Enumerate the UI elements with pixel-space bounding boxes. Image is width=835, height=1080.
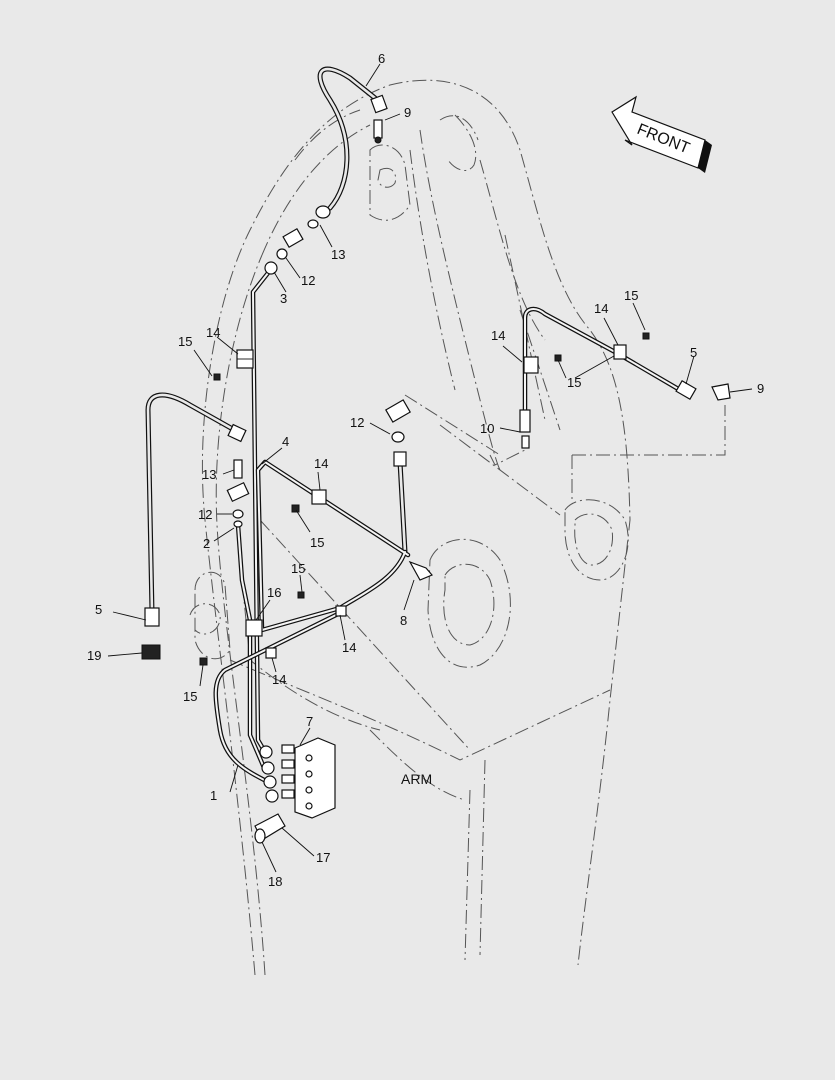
callout-10: 9 bbox=[404, 105, 411, 120]
pipes bbox=[213, 265, 683, 785]
callout-12: 12 bbox=[198, 507, 212, 522]
callout-14: 14 bbox=[206, 325, 220, 340]
callout-14: 14 bbox=[594, 301, 608, 316]
callout-12: 12 bbox=[350, 415, 364, 430]
callout-17: 17 bbox=[316, 850, 330, 865]
callouts: 6 9 13 12 3 14 15 4 13 12 2 5 19 15 16 1… bbox=[87, 51, 764, 889]
callout-4: 4 bbox=[282, 434, 289, 449]
callout-18: 18 bbox=[268, 874, 282, 889]
fittings bbox=[141, 94, 731, 844]
hoses bbox=[145, 66, 408, 615]
callout-8: 7 bbox=[306, 714, 313, 729]
callout-15: 15 bbox=[178, 334, 192, 349]
callout-12: 12 bbox=[301, 273, 315, 288]
callout-11: 10 bbox=[480, 421, 494, 436]
callout-14: 14 bbox=[491, 328, 505, 343]
leader-lines bbox=[107, 63, 753, 873]
callout-14: 14 bbox=[342, 640, 356, 655]
callout-9: 9 bbox=[757, 381, 764, 396]
callout-14: 14 bbox=[314, 456, 328, 471]
callout-15: 15 bbox=[183, 689, 197, 704]
callout-1: 1 bbox=[210, 788, 217, 803]
callout-7: 6 bbox=[378, 51, 385, 66]
arm-label: ARM bbox=[401, 771, 432, 787]
callout-14: 14 bbox=[272, 672, 286, 687]
callout-13: 13 bbox=[202, 467, 216, 482]
callout-15: 15 bbox=[567, 375, 581, 390]
callout-5: 5 bbox=[690, 345, 697, 360]
callout-19: 19 bbox=[87, 648, 101, 663]
callout-2: 2 bbox=[203, 536, 210, 551]
callout-16: 16 bbox=[267, 585, 281, 600]
callout-15: 15 bbox=[291, 561, 305, 576]
callout-15: 15 bbox=[310, 535, 324, 550]
arm-outline bbox=[189, 79, 726, 976]
callout-3: 3 bbox=[280, 291, 287, 306]
callout-15: 15 bbox=[624, 288, 638, 303]
callout-6: 5 bbox=[95, 602, 102, 617]
callout-9: 8 bbox=[400, 613, 407, 628]
front-arrow: FRONT bbox=[611, 95, 712, 173]
callout-13: 13 bbox=[331, 247, 345, 262]
